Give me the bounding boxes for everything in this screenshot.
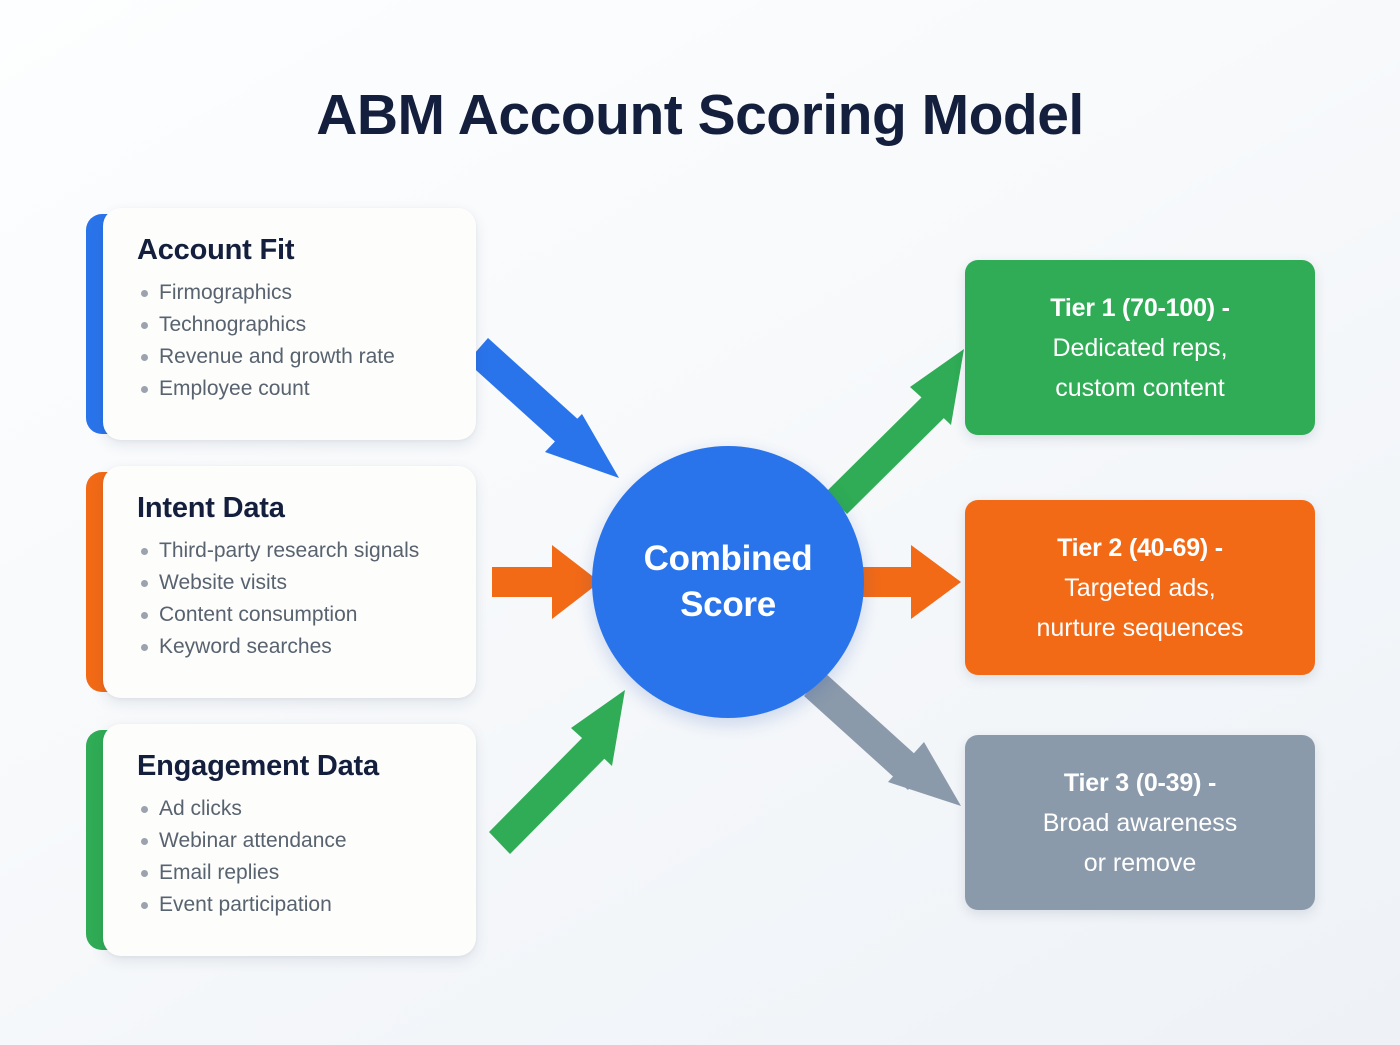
tier-1-description: Dedicated reps, custom content xyxy=(1052,333,1228,402)
arrow-score-to-tier-1 xyxy=(826,349,964,514)
tier-box-1[interactable]: Tier 1 (70-100) - Dedicated reps, custom… xyxy=(965,260,1315,435)
card-list-account-fit: Firmographics Technographics Revenue and… xyxy=(137,277,454,405)
input-card-account-fit[interactable]: Account Fit Firmographics Technographics… xyxy=(86,208,476,440)
arrow-score-to-tier-2 xyxy=(855,545,961,619)
card-body-engagement-data: Engagement Data Ad clicks Webinar attend… xyxy=(103,724,476,956)
card-title-account-fit: Account Fit xyxy=(137,234,295,266)
card-list-intent-data: Third-party research signals Website vis… xyxy=(137,535,454,663)
list-item: Event participation xyxy=(141,889,454,921)
list-item: Website visits xyxy=(141,567,454,599)
card-list-engagement-data: Ad clicks Webinar attendance Email repli… xyxy=(137,793,454,921)
input-card-intent-data[interactable]: Intent Data Third-party research signals… xyxy=(86,466,476,698)
arrow-intent-data-to-score xyxy=(492,545,600,619)
list-item: Employee count xyxy=(141,373,454,405)
list-item: Content consumption xyxy=(141,599,454,631)
tier-1-headline: Tier 1 (70-100) - xyxy=(1050,293,1230,322)
combined-score-node[interactable]: Combined Score xyxy=(592,446,864,718)
tier-box-3[interactable]: Tier 3 (0-39) - Broad awareness or remov… xyxy=(965,735,1315,910)
list-item: Keyword searches xyxy=(141,631,454,663)
card-title-intent-data: Intent Data xyxy=(137,492,285,524)
input-card-engagement-data[interactable]: Engagement Data Ad clicks Webinar attend… xyxy=(86,724,476,956)
tier-box-2[interactable]: Tier 2 (40-69) - Targeted ads, nurture s… xyxy=(965,500,1315,675)
list-item: Revenue and growth rate xyxy=(141,341,454,373)
list-item: Webinar attendance xyxy=(141,825,454,857)
list-item: Technographics xyxy=(141,309,454,341)
list-item: Firmographics xyxy=(141,277,454,309)
arrow-engagement-data-to-score xyxy=(489,690,625,854)
page-title: ABM Account Scoring Model xyxy=(316,83,1084,147)
tier-3-headline: Tier 3 (0-39) - xyxy=(1063,768,1217,797)
tier-2-headline: Tier 2 (40-69) - xyxy=(1057,533,1223,562)
arrow-account-fit-to-score xyxy=(467,338,619,478)
card-body-account-fit: Account Fit Firmographics Technographics… xyxy=(103,208,476,440)
list-item: Ad clicks xyxy=(141,793,454,825)
arrow-score-to-tier-3 xyxy=(804,672,961,806)
card-body-intent-data: Intent Data Third-party research signals… xyxy=(103,466,476,698)
list-item: Email replies xyxy=(141,857,454,889)
list-item: Third-party research signals xyxy=(141,535,454,567)
card-title-engagement-data: Engagement Data xyxy=(137,750,379,782)
tier-2-description: Targeted ads, nurture sequences xyxy=(1036,573,1244,642)
tier-3-description: Broad awareness or remove xyxy=(1042,808,1238,877)
